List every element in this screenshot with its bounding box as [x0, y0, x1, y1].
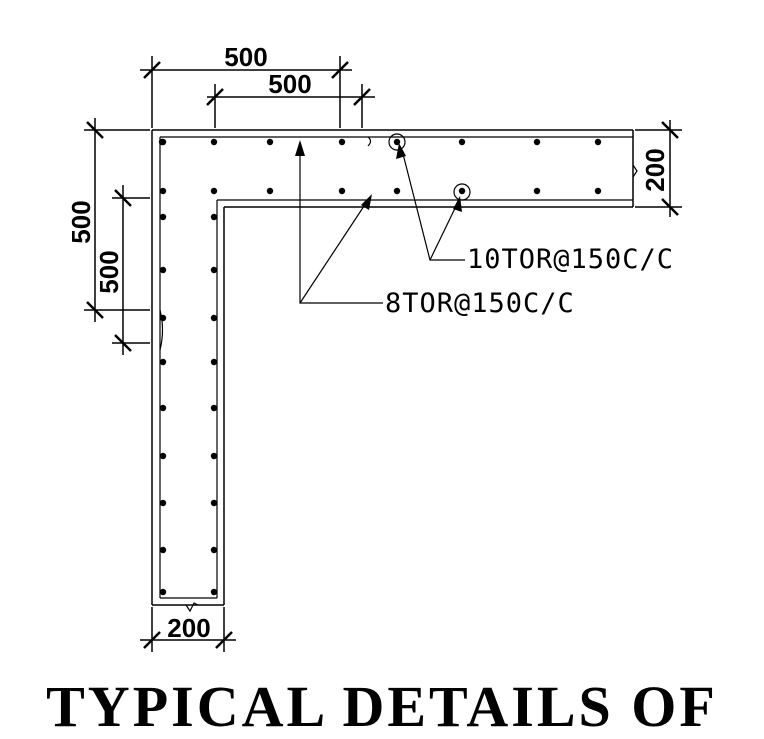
rebar-dot — [338, 138, 346, 146]
rebar-dot — [533, 138, 541, 146]
dimension-left-inner — [112, 185, 150, 355]
rebar-dots — [158, 138, 602, 596]
dimension-top-inner — [206, 84, 375, 128]
rebar-dot — [210, 213, 218, 221]
rebar-dot — [210, 546, 218, 554]
rebar-dot — [458, 138, 466, 146]
rebar-dot — [159, 499, 167, 507]
rebar-dot — [210, 499, 218, 507]
rebar-dot — [159, 314, 167, 322]
dim-text-bottom-thickness: 200 — [167, 613, 210, 643]
rebar-dot — [393, 187, 401, 195]
rebar-dot — [266, 138, 274, 146]
callout-main-bars: 10TOR@150C/C — [467, 244, 674, 275]
dimension-right-thickness — [635, 120, 682, 217]
leader-distribution-bars — [299, 148, 383, 304]
rebar-dot — [210, 358, 218, 366]
rebar-dot — [159, 404, 167, 412]
rebar-dot — [210, 266, 218, 274]
dim-text-top-outer: 500 — [224, 42, 267, 72]
dim-text-left-outer: 500 — [66, 200, 96, 243]
rebar-dot — [159, 546, 167, 554]
callout-distribution-bars: 8TOR@150C/C — [385, 288, 575, 319]
leader-main-bars — [388, 133, 471, 261]
leader-arrowheads — [295, 140, 462, 212]
wall-outline — [151, 129, 638, 613]
rebar-dot — [458, 187, 466, 195]
rebar-dot — [159, 266, 167, 274]
dimension-top-outer — [140, 56, 352, 128]
rebar-dot — [210, 404, 218, 412]
dim-text-top-inner: 500 — [268, 69, 311, 99]
l-corner-detail-drawing: 500 500 500 500 200 200 10TOR@150C/C 8TO… — [66, 42, 682, 652]
dim-text-right-thickness: 200 — [640, 148, 670, 191]
rebar-dot — [159, 213, 167, 221]
rebar-dot — [159, 452, 167, 460]
rebar-dot — [266, 187, 274, 195]
rebar-dot — [159, 138, 167, 146]
rebar-dot — [393, 138, 401, 146]
rebar-dot — [159, 588, 167, 596]
dimension-left-outer — [84, 118, 150, 322]
rebar-dot — [210, 452, 218, 460]
rebar-dot — [210, 138, 218, 146]
drawing-title: TYPICAL DETAILS OF — [46, 674, 718, 739]
rebar-dot — [210, 588, 218, 596]
dimension-bottom-thickness — [140, 607, 236, 652]
rebar-dot — [210, 187, 218, 195]
rebar-dot — [594, 138, 602, 146]
rebar-dot — [159, 358, 167, 366]
rebar-dot — [338, 187, 346, 195]
rebar-dot — [533, 187, 541, 195]
rebar-dot — [159, 187, 167, 195]
rebar-dot — [210, 314, 218, 322]
dim-text-left-inner: 500 — [94, 250, 124, 293]
rebar-dot — [594, 187, 602, 195]
